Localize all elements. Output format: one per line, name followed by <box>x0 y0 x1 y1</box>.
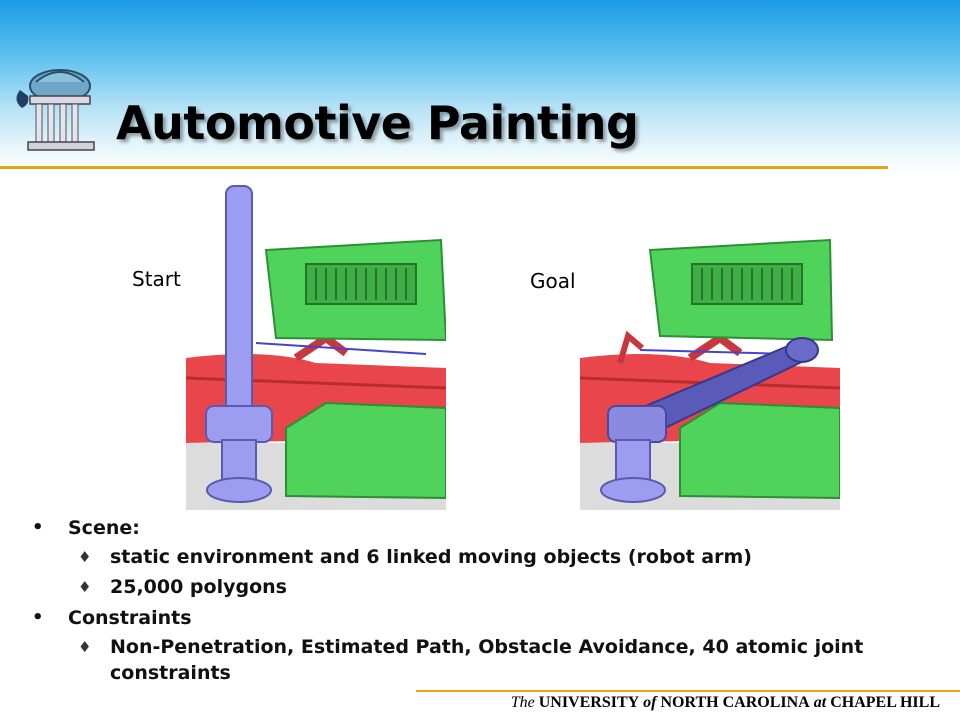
sub-bullet-text: Non-Penetration, Estimated Path, Obstacl… <box>110 636 864 684</box>
sub-bullet-text: 25,000 polygons <box>110 576 287 598</box>
bullet-list: • Scene: ♦ static environment and 6 link… <box>32 514 914 690</box>
start-render-image <box>186 178 446 510</box>
sub-bullet-environment: ♦ static environment and 6 linked moving… <box>34 544 914 570</box>
footer-north-carolina: NORTH CAROLINA <box>660 694 810 711</box>
bullet-scene: • Scene: <box>32 514 914 542</box>
sub-bullet-polygons: ♦ 25,000 polygons <box>34 574 914 600</box>
footer-the: The <box>510 694 535 711</box>
footer-of: of <box>643 694 657 711</box>
footer-divider <box>416 690 960 692</box>
university-footer: The UNIVERSITY of NORTH CAROLINA at CHAP… <box>511 694 940 712</box>
start-caption: Start <box>132 267 181 291</box>
page-title: Automotive Painting <box>116 96 639 150</box>
sub-bullet-constraint-list: ♦ Non-Penetration, Estimated Path, Obsta… <box>34 634 914 686</box>
title-divider <box>0 166 888 169</box>
sub-bullet-text: static environment and 6 linked moving o… <box>110 546 752 568</box>
footer-university: UNIVERSITY <box>538 694 640 711</box>
diamond-bullet-icon: ♦ <box>78 638 92 656</box>
footer-at: at <box>813 694 827 711</box>
bullet-dot-icon: • <box>32 517 44 538</box>
bullet-constraints: • Constraints <box>32 604 914 632</box>
bullet-scene-label: Scene: <box>68 517 140 539</box>
footer-chapel-hill: CHAPEL HILL <box>830 694 940 711</box>
bullet-constraints-label: Constraints <box>68 607 192 629</box>
goal-caption: Goal <box>530 269 576 293</box>
diamond-bullet-icon: ♦ <box>78 548 92 566</box>
old-well-logo <box>8 60 108 160</box>
diamond-bullet-icon: ♦ <box>78 578 92 596</box>
goal-render-image <box>580 178 840 510</box>
bullet-dot-icon: • <box>32 607 44 628</box>
